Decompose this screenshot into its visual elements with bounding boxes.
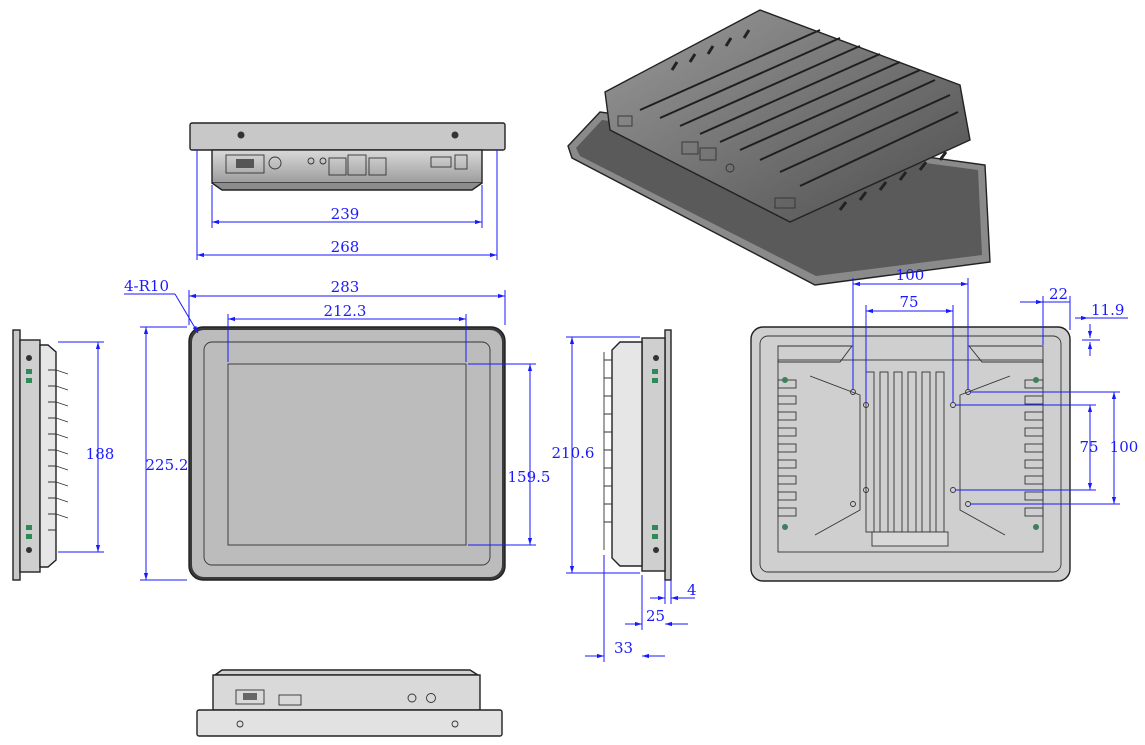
dimension-label: 283 (331, 278, 360, 296)
dc-jack-icon (426, 693, 436, 703)
dimension-label: 11.9 (1091, 301, 1124, 319)
dimension-corner-radius: 4-R10 (124, 277, 199, 334)
screen-area (227, 363, 467, 546)
isometric-view (567, 9, 991, 286)
dimension-screen-height: 159.5 (468, 363, 551, 546)
dimension-total-depth: 33 (585, 555, 665, 662)
dimension-front-width: 283 (188, 278, 506, 325)
dimension-screen-width: 212.3 (227, 302, 467, 362)
dimension-top-outer: 268 (196, 150, 498, 260)
usb-port-icon (347, 154, 367, 176)
mounting-hole-icon (451, 720, 459, 728)
mounting-hole-icon (850, 501, 856, 507)
dimension-body-depth: 25 (625, 575, 688, 630)
bottom-view (196, 669, 503, 737)
dimension-label: 100 (1110, 438, 1139, 456)
mounting-hole-icon (26, 547, 32, 553)
dimension-vesa-inner-vertical: 75 (955, 404, 1099, 491)
dimension-label: 239 (331, 205, 360, 223)
mounting-hole-icon (451, 131, 459, 139)
lan-port-icon (328, 157, 347, 176)
dimension-label: 22 (1049, 285, 1068, 303)
dimension-label: 25 (646, 607, 665, 625)
mounting-hole-icon (653, 547, 659, 553)
dimension-edge-small: 11.9 (1075, 301, 1128, 356)
mounting-hole-icon (236, 720, 244, 728)
dimension-vesa-outer-horizontal: 100 (852, 266, 969, 390)
rear-view (750, 326, 1071, 582)
dimension-label: 159.5 (508, 468, 551, 486)
dimension-label: 212.3 (324, 302, 367, 320)
dimension-label: 75 (899, 293, 918, 311)
dc-jack-icon (268, 156, 282, 170)
dimension-edge-offset: 22 (1020, 285, 1071, 345)
vga-port-icon (225, 154, 265, 174)
dimension-label: 268 (331, 238, 360, 256)
dimension-label: 100 (896, 266, 925, 284)
mounting-hole-icon (863, 487, 869, 493)
dimension-label: 4 (687, 581, 697, 599)
vga-port-icon (235, 689, 265, 705)
dimension-vesa-outer-vertical: 100 (970, 391, 1139, 505)
dimension-side-height: 188 (58, 341, 115, 553)
dimension-top-inner: 239 (211, 185, 483, 228)
dimension-right-height: 210.6 (552, 336, 640, 574)
dimension-vesa-inner-horizontal: 75 (865, 293, 954, 403)
dimension-front-height: 225.2 (140, 326, 189, 581)
dimension-label: 210.6 (552, 444, 595, 462)
mounting-hole-icon (237, 131, 245, 139)
right-side-view (603, 329, 672, 581)
usb-port-icon (368, 157, 387, 176)
dimension-label: 225.2 (146, 456, 189, 474)
front-view (188, 326, 506, 581)
dimension-panel-thickness: 4 (650, 580, 697, 604)
dimension-label: 75 (1079, 438, 1098, 456)
dimension-label: 188 (86, 445, 115, 463)
dimension-label: 33 (614, 639, 633, 657)
mounting-hole-icon (26, 355, 32, 361)
top-view (189, 122, 506, 191)
mounting-hole-icon (653, 355, 659, 361)
dimension-label: 4-R10 (124, 277, 169, 295)
left-side-view (12, 329, 69, 581)
